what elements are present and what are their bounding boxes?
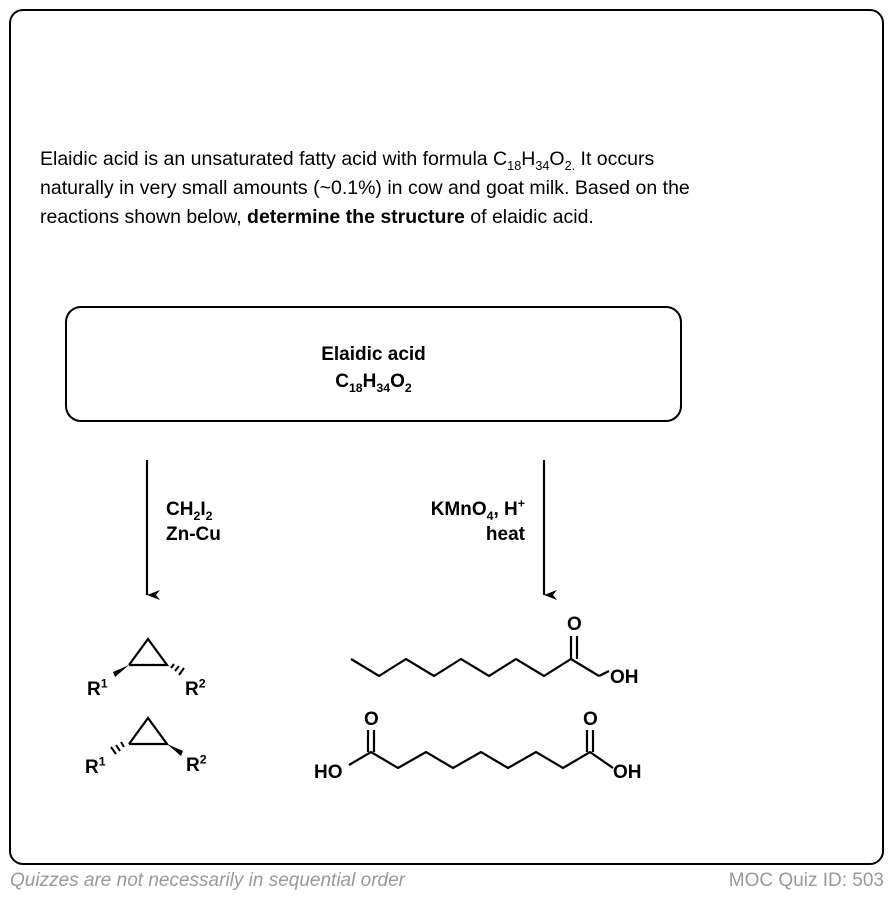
formula-subscript: 2 [404,380,412,395]
azelaic-acid [348,730,614,770]
carbonyl-oxygen: O [583,709,598,730]
r2-label: R2 [186,752,207,777]
carbonyl-oxygen: O [567,614,582,635]
wedge-bond [113,665,129,677]
formula-subscript: 2 [205,508,213,523]
formula-subscript: 34 [376,380,391,395]
trans-cyclopropane-2 [128,716,170,746]
formula-subscript: 34 [535,158,550,173]
formula-part: H [362,371,377,392]
reagent-part: KMnO [430,499,487,520]
formula-part: O [390,371,405,392]
formula-subscript: 18 [507,158,522,173]
nonanoic-acid [350,636,610,678]
compound-formula: C18H34O2 [67,371,680,395]
elaidic-acid-box: Elaidic acid C18H34O2 [65,306,682,422]
hydroxyl-label: HO [314,762,343,783]
r-superscript: 2 [198,676,206,691]
reagent-part: I [200,499,206,520]
r-superscript: 1 [98,754,106,769]
r-superscript: 1 [100,676,108,691]
wedge-bond [167,744,183,756]
question-part: H [521,148,536,170]
hydroxyl-label: OH [610,667,639,688]
cyclopropanation-reagents: CH2I2 Zn-Cu [166,497,221,547]
r2-label: R2 [185,676,206,701]
reagent-line-1: CH2I2 [166,497,221,522]
footer-note: Quizzes are not necessarily in sequentia… [10,870,405,891]
question-text: Elaidic acid is an unsaturated fatty aci… [40,145,730,232]
reagent-line-2: heat [485,524,525,545]
reagent-part: , H [493,499,518,520]
formula-subscript: 2 [193,508,201,523]
reagent-part: CH [166,499,194,520]
formula-superscript: + [517,496,525,511]
question-part: of elaidic acid. [464,206,594,228]
question-part: It occurs naturally in very small amount… [40,148,690,228]
hash-bond [170,663,185,676]
oxidation-reagents: KMnO4, H+ heat [400,497,525,547]
r-letter: R [87,679,101,700]
quiz-id: MOC Quiz ID: 503 [728,870,884,891]
r-letter: R [186,755,200,776]
reagent-line-2: Zn-Cu [166,524,221,545]
r1-label: R1 [87,676,108,701]
carbonyl-oxygen: O [364,709,379,730]
reagent-line-1: KMnO4, H+ [400,497,525,522]
compound-name: Elaidic acid [321,344,426,365]
r-letter: R [85,757,99,778]
question-part: O [549,148,565,170]
question-part: Elaidic acid is an unsaturated fatty aci… [40,148,508,170]
r-superscript: 2 [199,752,207,767]
trans-cyclopropane-1 [128,637,170,667]
formula-subscript: 4 [486,508,494,523]
r-letter: R [185,679,199,700]
formula-subscript: 18 [348,380,363,395]
hash-bond [110,741,125,755]
r1-label: R1 [85,754,106,779]
quiz-card [9,9,884,865]
hydroxyl-label: OH [613,762,642,783]
formula-part: C [335,371,349,392]
question-emphasis: determine the structure [247,206,465,228]
formula-subscript: 2. [564,158,576,173]
